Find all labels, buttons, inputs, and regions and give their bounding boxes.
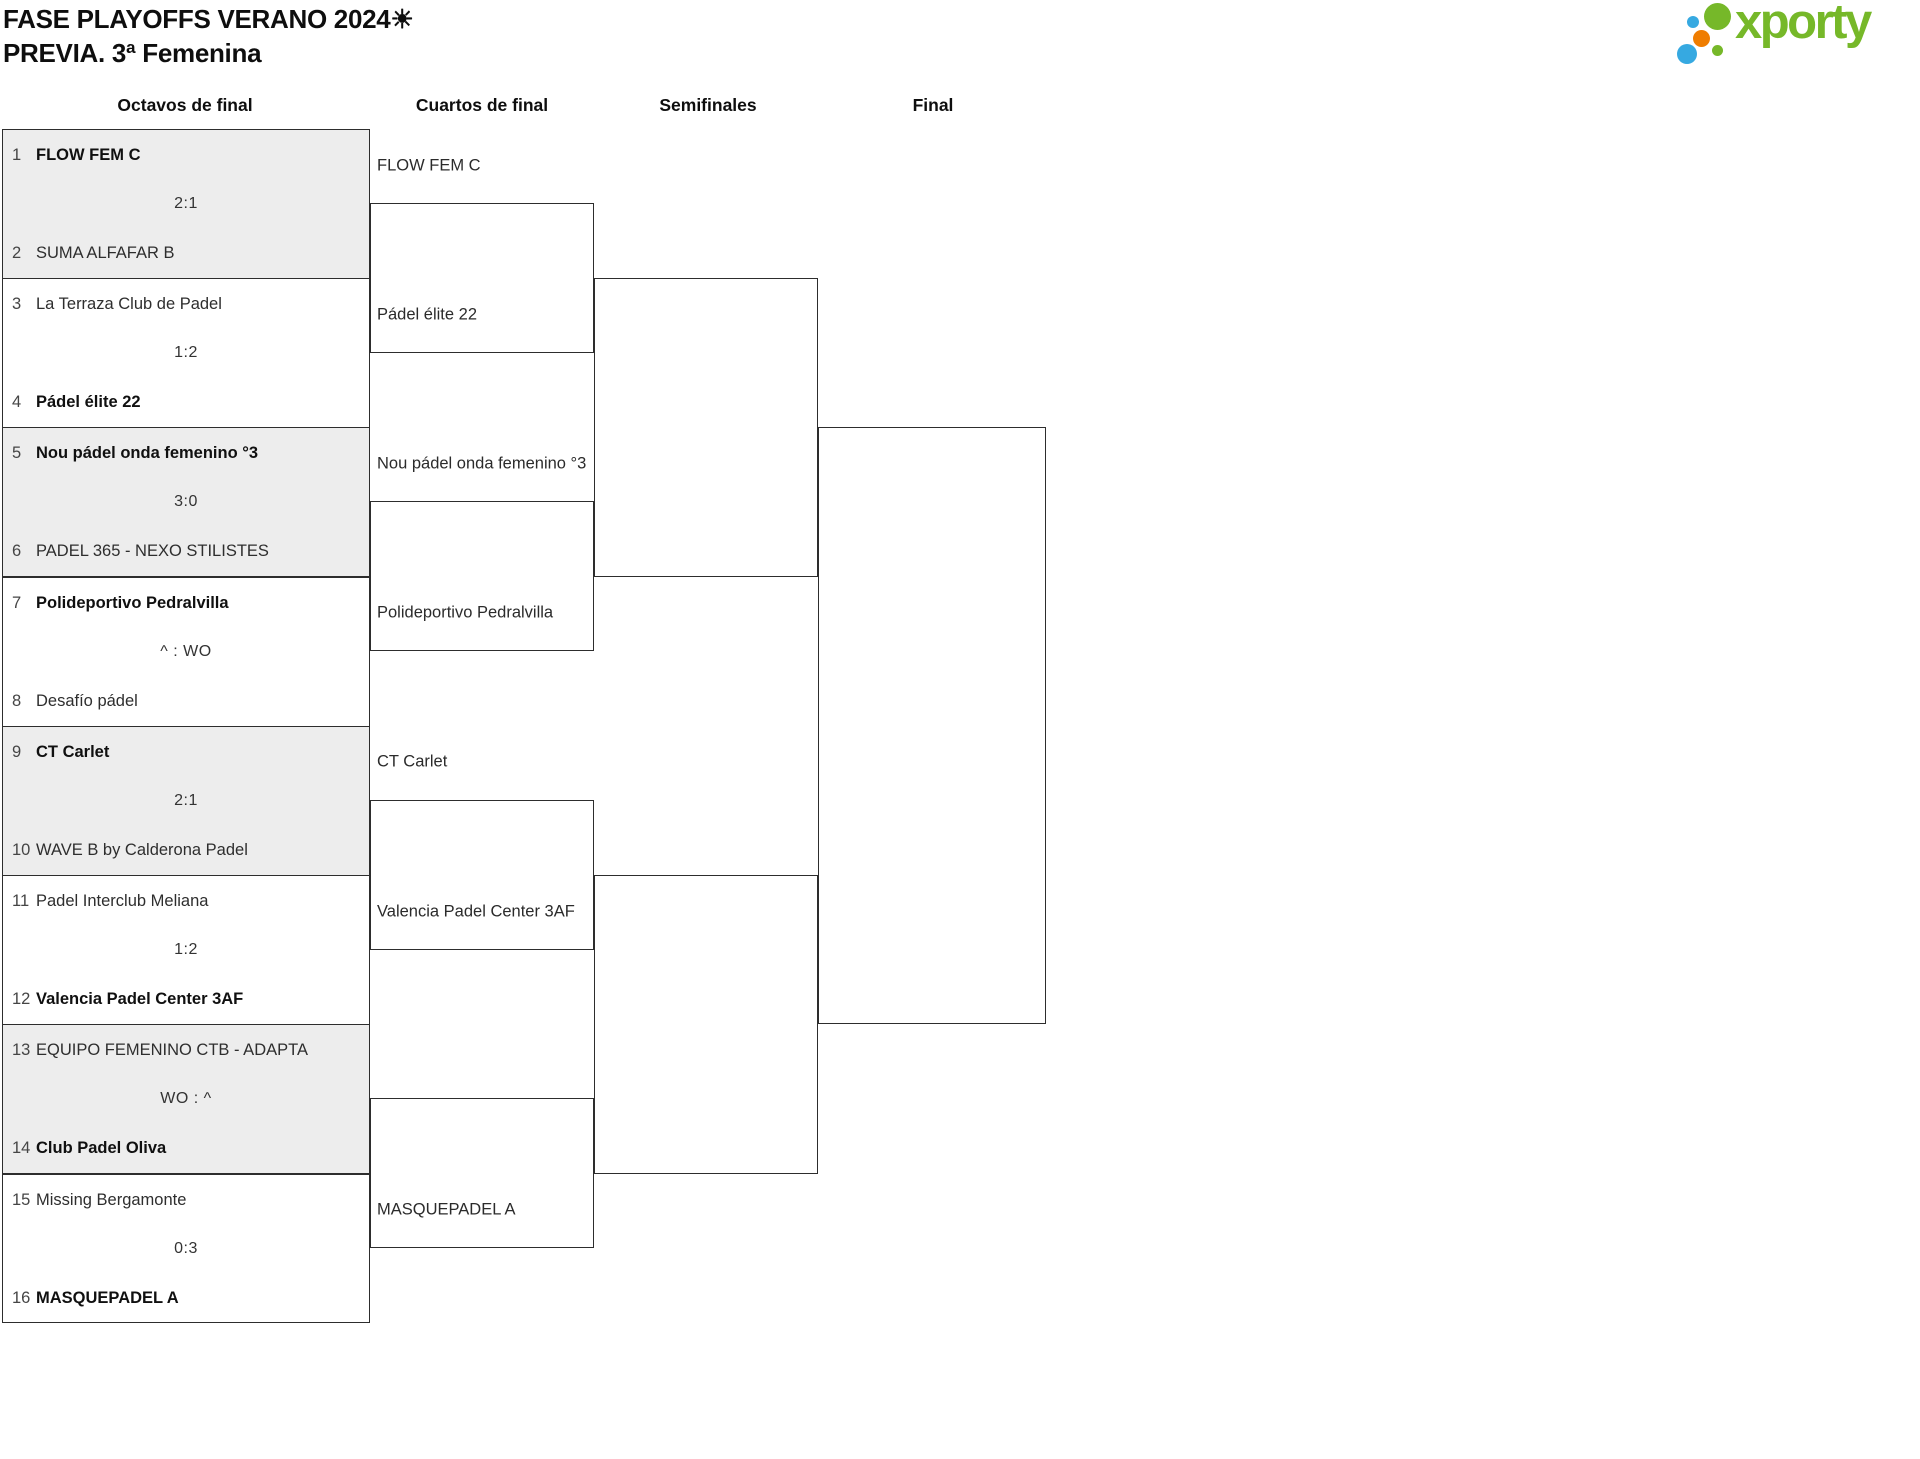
match-box-qf-2: [370, 501, 594, 651]
match-box-r16-1: 1 FLOW FEM C 2:1 2 SUMA ALFAFAR B: [2, 129, 370, 279]
logo-dot-icon: [1693, 30, 1710, 47]
team-entry: 9 CT Carlet: [3, 740, 369, 764]
seed-number: 10: [12, 841, 31, 859]
match-score: WO : ^: [160, 1090, 212, 1107]
team-name: Nou pádel onda femenino °3: [36, 444, 259, 462]
team-name: Pádel élite 22: [36, 393, 141, 411]
seed-number: 2: [12, 244, 22, 262]
team-name: EQUIPO FEMENINO CTB - ADAPTA: [36, 1041, 308, 1059]
team-name: FLOW FEM C: [36, 146, 141, 164]
team-entry: 7 Polideportivo Pedralvilla: [3, 591, 369, 615]
team-entry: 5 Nou pádel onda femenino °3: [3, 441, 369, 465]
team-entry: 3 La Terraza Club de Padel: [3, 292, 369, 316]
team-entry: 12 Valencia Padel Center 3AF: [3, 987, 369, 1011]
seed-number: 13: [12, 1041, 31, 1059]
logo-dot-icon: [1677, 44, 1697, 64]
seed-number: 11: [12, 892, 30, 910]
match-box-final: [818, 427, 1046, 1024]
round-header-final: Final: [912, 95, 954, 115]
qf-team-name: Pádel élite 22: [377, 305, 477, 324]
team-entry: 14 Club Padel Oliva: [3, 1136, 369, 1160]
round-header-cuartos: Cuartos de final: [415, 95, 549, 115]
match-score: 2:1: [174, 195, 198, 212]
seed-number: 1: [12, 146, 22, 164]
match-score: 1:2: [174, 941, 198, 958]
qf-team-name: Nou pádel onda femenino °3: [377, 454, 587, 473]
logo-wordmark: xporty: [1735, 0, 1872, 49]
team-name: Polideportivo Pedralvilla: [36, 594, 229, 612]
seed-number: 9: [12, 743, 22, 761]
match-box-r16-3: 5 Nou pádel onda femenino °3 3:0 6 PADEL 3…: [2, 427, 370, 577]
match-box-r16-5: 9 CT Carlet 2:1 10 WAVE B by Calderona Pad…: [2, 726, 370, 876]
seed-number: 8: [12, 692, 22, 710]
team-entry: 13 EQUIPO FEMENINO CTB - ADAPTA: [3, 1038, 369, 1062]
match-score: 0:3: [174, 1240, 198, 1257]
team-entry: 1 FLOW FEM C: [3, 143, 369, 167]
seed-number: 16: [12, 1289, 31, 1307]
match-score: 3:0: [174, 493, 198, 510]
team-entry: 6 PADEL 365 - NEXO STILISTES: [3, 539, 369, 563]
team-entry: 4 Pádel élite 22: [3, 390, 369, 414]
team-name: Desafío pádel: [36, 692, 138, 710]
team-entry: 2 SUMA ALFAFAR B: [3, 241, 369, 265]
team-name: MASQUEPADEL A: [36, 1289, 179, 1307]
category-name: PREVIA. 3ª Femenina: [3, 38, 262, 68]
team-name: La Terraza Club de Padel: [36, 295, 222, 313]
logo-dot-icon: [1712, 45, 1723, 56]
match-box-qf-1: [370, 203, 594, 353]
team-entry: 11 Padel Interclub Meliana: [3, 889, 369, 913]
match-score: ^ : WO: [160, 643, 212, 660]
match-box-r16-6: 11 Padel Interclub Meliana 1:2 12 Valencia…: [2, 875, 370, 1025]
match-score: 1:2: [174, 344, 198, 361]
match-box-sf-2: [594, 875, 818, 1174]
qf-team-name: Valencia Padel Center 3AF: [377, 902, 575, 921]
qf-team-name: FLOW FEM C: [377, 156, 481, 175]
team-entry: 10 WAVE B by Calderona Padel: [3, 838, 369, 862]
match-box-r16-4: 7 Polideportivo Pedralvilla ^ : WO 8 Desaf…: [2, 577, 370, 727]
team-name: SUMA ALFAFAR B: [36, 244, 175, 262]
page-title: FASE PLAYOFFS VERANO 2024☀ PREVIA. 3ª Fem…: [3, 2, 414, 70]
match-box-r16-7: 13 EQUIPO FEMENINO CTB - ADAPTA WO : ^ 14…: [2, 1024, 370, 1174]
match-box-qf-4: [370, 1098, 594, 1248]
team-name: Missing Bergamonte: [36, 1191, 187, 1209]
round-header-semifinales: Semifinales: [659, 95, 757, 115]
team-name: Club Padel Oliva: [36, 1139, 167, 1157]
seed-number: 7: [12, 594, 22, 612]
seed-number: 14: [12, 1139, 31, 1157]
team-name: PADEL 365 - NEXO STILISTES: [36, 542, 269, 560]
match-score: 2:1: [174, 792, 198, 809]
seed-number: 15: [12, 1191, 31, 1209]
match-box-qf-3: [370, 800, 594, 950]
seed-number: 12: [12, 990, 31, 1008]
seed-number: 4: [12, 393, 22, 411]
team-entry: 16 MASQUEPADEL A: [3, 1286, 369, 1310]
team-name: Valencia Padel Center 3AF: [36, 990, 244, 1008]
logo-dot-icon: [1687, 16, 1699, 28]
team-name: CT Carlet: [36, 743, 110, 761]
match-box-sf-1: [594, 278, 818, 577]
seed-number: 6: [12, 542, 22, 560]
qf-team-name: Polideportivo Pedralvilla: [377, 603, 554, 622]
round-header-octavos: Octavos de final: [117, 95, 253, 115]
team-entry: 15 Missing Bergamonte: [3, 1188, 369, 1212]
qf-team-name: MASQUEPADEL A: [377, 1200, 516, 1219]
logo-dot-icon: [1704, 3, 1731, 30]
match-box-r16-8: 15 Missing Bergamonte 0:3 16 MASQUEPADEL A: [2, 1174, 370, 1323]
seed-number: 3: [12, 295, 22, 313]
team-entry: 8 Desafío pádel: [3, 689, 369, 713]
qf-team-name: CT Carlet: [377, 752, 448, 771]
seed-number: 5: [12, 444, 22, 462]
team-name: Padel Interclub Meliana: [36, 892, 209, 910]
xporty-logo: xporty: [1670, 0, 1920, 70]
tournament-name: FASE PLAYOFFS VERANO 2024☀: [3, 4, 414, 34]
match-box-r16-2: 3 La Terraza Club de Padel 1:2 4 Pádel éli…: [2, 278, 370, 428]
team-name: WAVE B by Calderona Padel: [36, 841, 248, 859]
